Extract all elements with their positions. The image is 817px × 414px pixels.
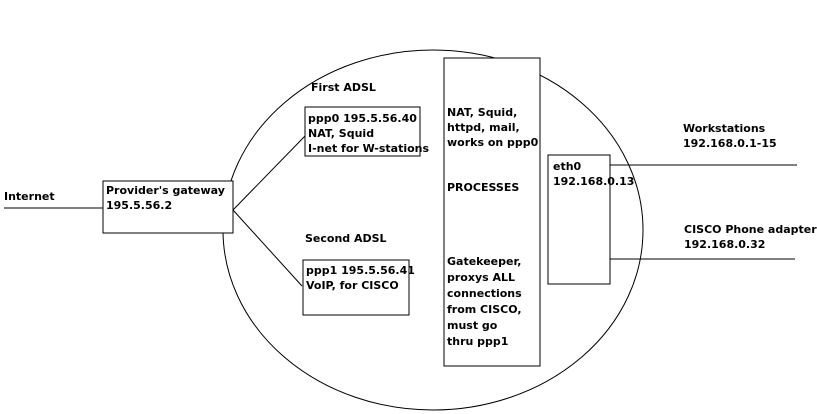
processes-box bbox=[443, 57, 541, 367]
eth0-box bbox=[547, 154, 611, 285]
first-adsl-label: First ADSL bbox=[311, 81, 376, 94]
processes-bottom-line: connections bbox=[447, 287, 522, 300]
gateway-box bbox=[102, 180, 234, 234]
second-adsl-label: Second ADSL bbox=[305, 232, 387, 245]
ppp0-box bbox=[304, 106, 421, 157]
eth0-ip: 192.168.0.13 bbox=[553, 175, 635, 188]
processes-top-line: works on ppp0 bbox=[447, 136, 539, 149]
ppp1-ip: ppp1 195.5.56.41 bbox=[306, 264, 415, 277]
processes-bottom-line: Gatekeeper, bbox=[447, 255, 522, 268]
ppp1-box bbox=[302, 259, 410, 316]
ppp0-purpose: I-net for W-stations bbox=[308, 142, 430, 155]
processes-bottom-line: thru ppp1 bbox=[447, 335, 509, 348]
internet-label: Internet bbox=[4, 190, 55, 203]
processes-bottom-line: from CISCO, bbox=[447, 303, 522, 316]
processes-title: PROCESSES bbox=[447, 181, 520, 194]
gateway-to-ppp1-line bbox=[232, 209, 303, 287]
ppp0-services: NAT, Squid bbox=[308, 127, 375, 140]
processes-bottom-line: must go bbox=[447, 319, 498, 332]
workstations-title: Workstations bbox=[683, 122, 766, 135]
gateway-title: Provider's gateway bbox=[106, 184, 225, 197]
workstations-range: 192.168.0.1-15 bbox=[683, 137, 777, 150]
processes-top-line: NAT, Squid, bbox=[447, 106, 518, 119]
ppp1-purpose: VoIP, for CISCO bbox=[306, 279, 399, 292]
gateway-ip: 195.5.56.2 bbox=[106, 199, 173, 212]
processes-top-line: httpd, mail, bbox=[447, 121, 520, 134]
gateway-to-ppp0-line bbox=[232, 135, 306, 211]
cisco-ip: 192.168.0.32 bbox=[684, 238, 766, 251]
cisco-title: CISCO Phone adapter bbox=[684, 223, 817, 236]
processes-bottom-line: proxys ALL bbox=[447, 271, 516, 284]
eth0-name: eth0 bbox=[553, 160, 582, 173]
ppp0-ip: ppp0 195.5.56.40 bbox=[308, 112, 417, 125]
